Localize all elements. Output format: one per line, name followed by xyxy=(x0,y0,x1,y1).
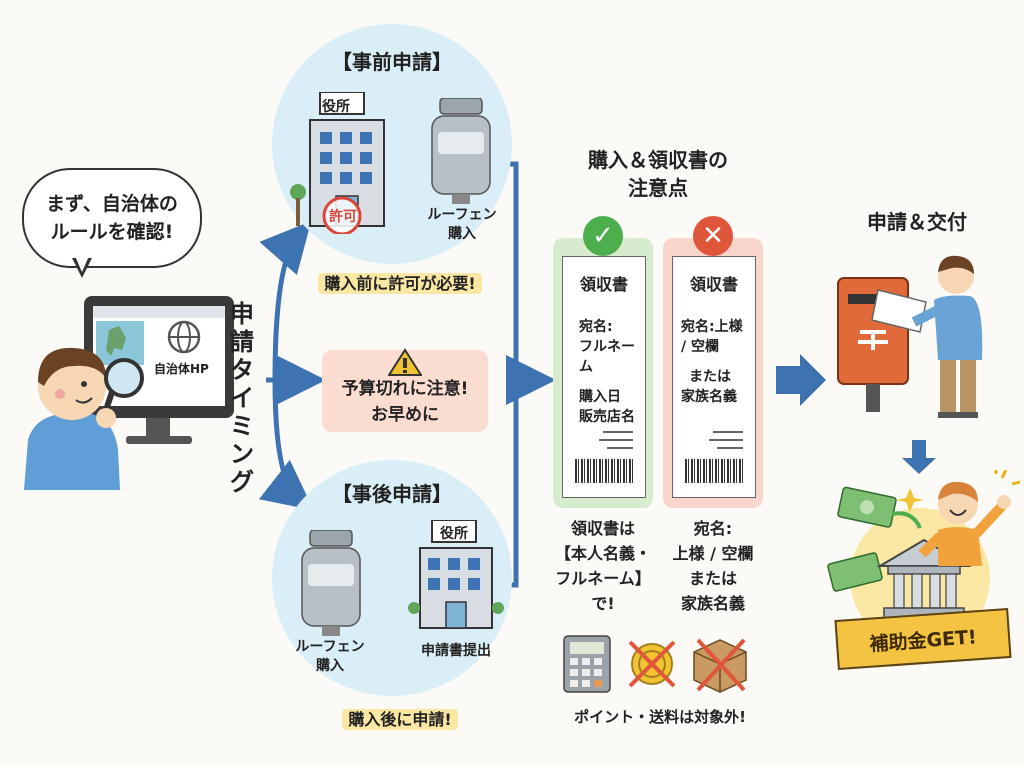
office-building-illustration xyxy=(290,92,385,234)
post-purchase-label-1: ルーフェン xyxy=(295,639,365,655)
receipt-section-title-2: 注意点 xyxy=(628,176,688,200)
bad-receipt-line-5: 家族名義 xyxy=(681,389,737,405)
apply-title: 申請＆交付 xyxy=(867,210,967,234)
bad-caption-1: 宛名: xyxy=(693,519,733,538)
good-caption-1: 領収書は xyxy=(570,519,635,538)
good-caption-4: で! xyxy=(591,594,615,613)
warning-icon xyxy=(388,348,422,376)
big-arrow-right xyxy=(776,354,826,406)
good-receipt-line-2: フルネーム xyxy=(579,339,635,375)
person-at-computer-illustration xyxy=(24,296,234,490)
good-caption-3: フルネーム】 xyxy=(555,569,651,588)
barcode xyxy=(685,459,743,483)
hp-label: 自治体HP xyxy=(152,360,211,377)
bad-receipt-line-4: または xyxy=(689,369,731,385)
good-receipt-line-1: 宛名: xyxy=(579,319,613,335)
good-receipt-title: 領収書 xyxy=(579,275,628,294)
pre-purchase-label-1: ルーフェン xyxy=(427,207,497,223)
bad-receipt: 領収書 宛名:上様 / 空欄 または 家族名義 xyxy=(672,256,756,498)
check-icon: ✓ xyxy=(583,216,623,256)
pre-title: 【事前申請】 xyxy=(332,50,452,74)
caution-line-2: お早めに xyxy=(371,405,439,425)
subsidy-illustration xyxy=(827,470,1020,619)
calculator-icon xyxy=(563,635,611,693)
permit-stamp-text: 許可 xyxy=(329,209,357,225)
good-receipt: 領収書 宛名: フルネーム 購入日 販売店名 xyxy=(562,256,646,498)
bad-receipt-line-2: / 空欄 xyxy=(681,339,719,355)
post-title: 【事後申請】 xyxy=(332,482,452,506)
pre-purchase-label-2: 購入 xyxy=(448,226,476,242)
post-note: 購入後に申請! xyxy=(342,709,458,730)
pre-office-sign: 役所 xyxy=(322,99,350,115)
cross-icon: ✕ xyxy=(693,216,733,256)
bubble-line-1: まず、自治体の xyxy=(46,193,178,215)
mailbox-person-illustration xyxy=(837,255,983,418)
bad-caption-2: 上様 / 空欄 xyxy=(672,544,754,563)
barcode xyxy=(575,459,633,483)
bad-caption-3: または xyxy=(688,569,737,588)
disposer-illustration xyxy=(431,98,491,204)
bad-receipt-title: 領収書 xyxy=(689,275,738,294)
bad-receipt-line-1: 宛名:上様 xyxy=(681,319,743,335)
post-submit-label: 申請書提出 xyxy=(421,643,491,659)
arrow-down xyxy=(902,440,936,474)
good-receipt-line-4: 購入日 xyxy=(579,389,621,405)
timing-label: 申請タイミング xyxy=(230,300,254,496)
excluded-note: ポイント・送料は対象外! xyxy=(574,708,746,726)
bubble-line-2: ルールを確認! xyxy=(50,221,174,243)
good-caption-2: 【本人名義・ xyxy=(554,544,651,563)
pre-note: 購入前に許可が必要! xyxy=(318,273,482,294)
post-purchase-label-2: 購入 xyxy=(316,658,344,674)
speech-bubble: まず、自治体の ルールを確認! xyxy=(22,168,202,268)
magnifier-icon xyxy=(104,358,144,398)
permit-stamp xyxy=(322,196,362,234)
good-receipt-line-5: 販売店名 xyxy=(579,409,635,425)
caution-line-1: 予算切れに注意! xyxy=(341,379,469,399)
post-office-sign: 役所 xyxy=(440,526,468,542)
excluded-items-illustration xyxy=(563,635,747,693)
bad-caption-4: 家族名義 xyxy=(680,594,745,613)
point-coin-icon xyxy=(628,640,676,688)
office-building-illustration-post xyxy=(408,520,504,629)
receipt-section-title-1: 購入＆領収書の xyxy=(588,148,728,172)
shipping-box-icon xyxy=(693,638,747,693)
caution-box: 予算切れに注意! お早めに xyxy=(322,348,488,432)
disposer-illustration-post xyxy=(301,530,361,636)
